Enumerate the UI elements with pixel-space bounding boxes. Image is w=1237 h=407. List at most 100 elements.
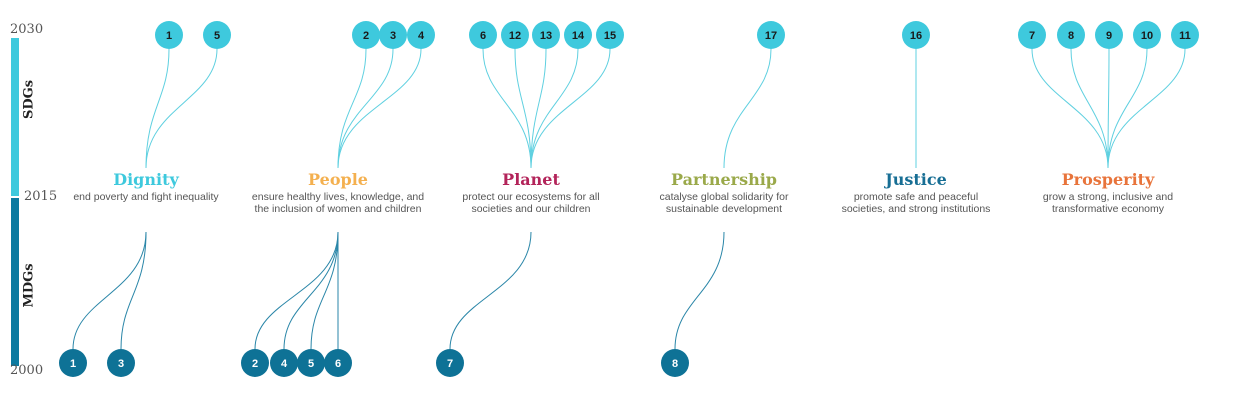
sdg-11-node-circle	[1171, 21, 1199, 49]
sdg-10-node[interactable]: 10	[1133, 21, 1161, 49]
mdg-5-node[interactable]: 5	[297, 349, 325, 377]
sdg-11-node-number: 11	[1179, 30, 1191, 42]
sdg-17-link	[723, 48, 772, 169]
sdg-16-node[interactable]: 16	[902, 21, 930, 49]
sdg-5-node[interactable]: 5	[203, 21, 231, 49]
mdg-8-node-number: 8	[672, 358, 678, 370]
sdg-5-node-number: 5	[214, 30, 220, 42]
sdg-14-link	[530, 48, 579, 169]
mdg-3-node[interactable]: 3	[107, 349, 135, 377]
sdg-9-link	[1107, 48, 1110, 169]
sdg-6-node[interactable]: 6	[469, 21, 497, 49]
mdg-2-link	[254, 231, 339, 350]
sdg-5-link	[145, 48, 218, 169]
mdg-8-link	[674, 231, 725, 350]
sdg-13-node[interactable]: 13	[532, 21, 560, 49]
sdg-15-node-circle	[596, 21, 624, 49]
sdg-15-node-number: 15	[604, 30, 616, 42]
mdg-6-node[interactable]: 6	[324, 349, 352, 377]
sdg-14-node[interactable]: 14	[564, 21, 592, 49]
group-justice-description: promote safe and peaceful societies, and…	[841, 191, 991, 215]
group-partnership-description: catalyse global solidarity for sustainab…	[659, 191, 789, 215]
connector-lines	[72, 48, 1186, 350]
sdg-1-node[interactable]: 1	[155, 21, 183, 49]
sdg-4-node-number: 4	[418, 30, 425, 42]
sdg-9-node[interactable]: 9	[1095, 21, 1123, 49]
mdg-2-node-number: 2	[252, 358, 258, 370]
mdg-3-node-number: 3	[118, 358, 124, 370]
mdg-4-node[interactable]: 4	[270, 349, 298, 377]
sdg-1-link	[145, 48, 170, 169]
sdg-14-node-circle	[564, 21, 592, 49]
sdg-6-node-circle	[469, 21, 497, 49]
group-planet-title: Planet	[502, 170, 560, 189]
mdg-5-link	[310, 231, 339, 350]
sdg-3-node-number: 3	[390, 30, 396, 42]
sdg-8-node-circle	[1057, 21, 1085, 49]
sdg-12-node-circle	[501, 21, 529, 49]
sdg-8-node-number: 8	[1068, 30, 1074, 42]
mdg-1-node-circle	[59, 349, 87, 377]
sdg-8-node[interactable]: 8	[1057, 21, 1085, 49]
sdg-10-node-number: 10	[1141, 30, 1153, 42]
sdgs-band-label: SDGs	[21, 79, 37, 120]
sdg-15-node[interactable]: 15	[596, 21, 624, 49]
group-prosperity-title: Prosperity	[1061, 170, 1155, 189]
mdg-1-link	[72, 231, 147, 350]
group-planet-description: protect our ecosystems for all societies…	[462, 191, 600, 215]
mdg-7-link	[449, 231, 532, 350]
sdg-7-node-circle	[1018, 21, 1046, 49]
sdg-17-node[interactable]: 17	[757, 21, 785, 49]
group-partnership-title: Partnership	[671, 170, 777, 189]
mdg-1-node-number: 1	[70, 358, 76, 370]
sdg-16-node-number: 16	[910, 30, 922, 42]
sdg-2-link	[337, 48, 367, 169]
sdg-9-node-number: 9	[1106, 30, 1112, 42]
mdg-2-node[interactable]: 2	[241, 349, 269, 377]
mdg-1-node[interactable]: 1	[59, 349, 87, 377]
sdg-14-node-number: 14	[572, 30, 585, 42]
sdg-2-node-number: 2	[363, 30, 369, 42]
mdg-5-node-circle	[297, 349, 325, 377]
group-dignity-title: Dignity	[113, 170, 179, 189]
mdg-6-node-circle	[324, 349, 352, 377]
year-2000-label: 2000	[10, 363, 44, 378]
mdg-4-link	[283, 231, 339, 350]
mdg-band	[11, 198, 19, 366]
year-2015-label: 2015	[24, 189, 58, 204]
mdg-3-node-circle	[107, 349, 135, 377]
mdgs-band-label: MDGs	[21, 263, 37, 308]
mdg-7-node-number: 7	[447, 358, 453, 370]
sdg-7-node-number: 7	[1029, 30, 1035, 42]
sdg-17-node-circle	[757, 21, 785, 49]
group-dignity-description: end poverty and fight inequality	[73, 191, 219, 203]
sdg-13-link	[530, 48, 547, 169]
mdg-7-node[interactable]: 7	[436, 349, 464, 377]
sdg-10-node-circle	[1133, 21, 1161, 49]
sdg-15-link	[530, 48, 611, 169]
sdg-7-link	[1031, 48, 1109, 169]
sdg-12-node[interactable]: 12	[501, 21, 529, 49]
mdg-8-node[interactable]: 8	[661, 349, 689, 377]
sdg-band	[11, 38, 19, 196]
sdg-7-node[interactable]: 7	[1018, 21, 1046, 49]
sdg-17-node-number: 17	[765, 30, 777, 42]
mdg-3-link	[120, 231, 147, 350]
sdg-11-link	[1107, 48, 1186, 169]
sdg-4-node[interactable]: 4	[407, 21, 435, 49]
sdg-12-node-number: 12	[509, 30, 521, 42]
mdg-5-node-number: 5	[308, 358, 314, 370]
group-justice-title: Justice	[885, 170, 947, 189]
sdg-6-node-number: 6	[480, 30, 486, 42]
sdg-3-node[interactable]: 3	[379, 21, 407, 49]
group-people-description: ensure healthy lives, knowledge, and the…	[251, 191, 425, 215]
mdg-2-node-circle	[241, 349, 269, 377]
mdg-8-node-circle	[661, 349, 689, 377]
sdg-16-node-circle	[902, 21, 930, 49]
sdg-5-node-circle	[203, 21, 231, 49]
sdg-11-node[interactable]: 11	[1171, 21, 1199, 49]
mdg-4-node-number: 4	[281, 358, 288, 370]
sdg-2-node[interactable]: 2	[352, 21, 380, 49]
group-prosperity-description: grow a strong, inclusive and transformat…	[1042, 191, 1174, 215]
